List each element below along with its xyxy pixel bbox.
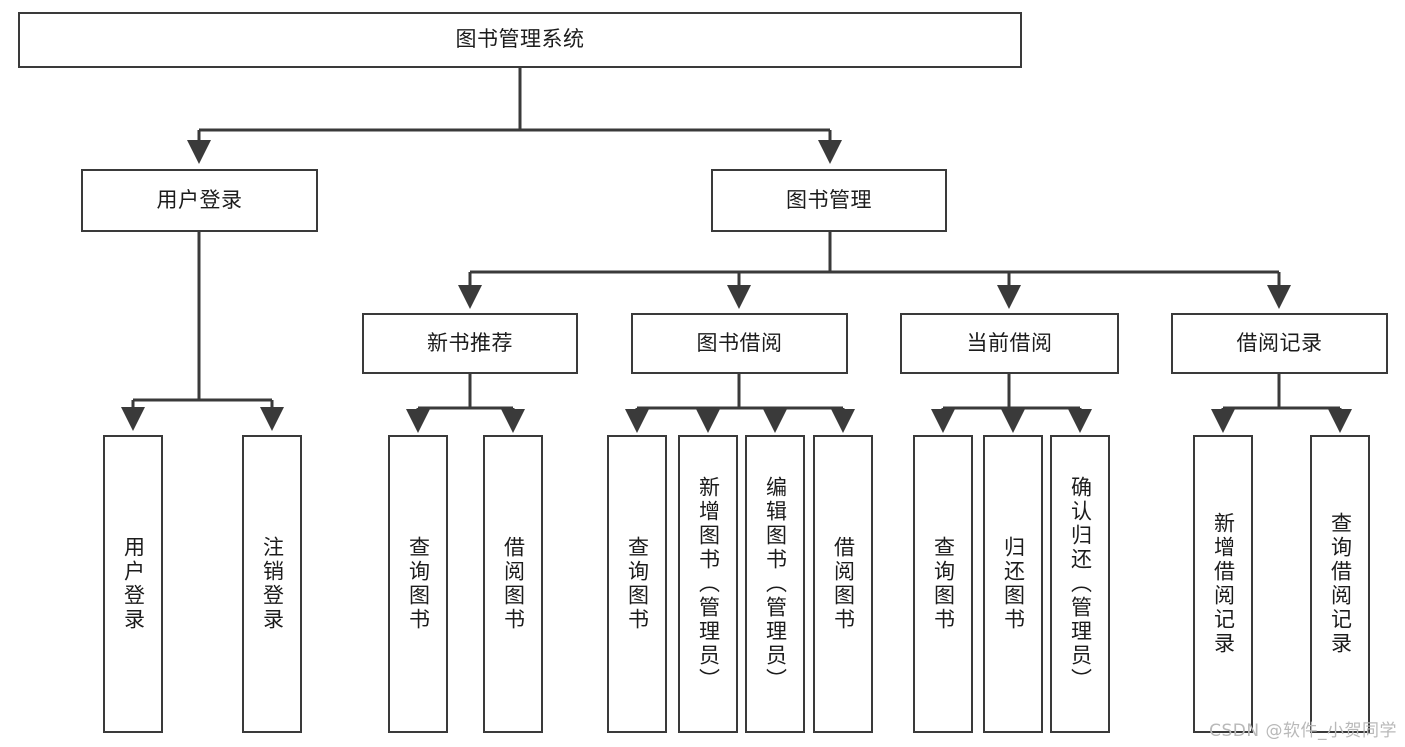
node-label: 图书管理 — [786, 187, 872, 212]
node-label: 借阅图书 — [831, 536, 856, 632]
node-book-borrow[interactable]: 图书借阅 — [631, 313, 848, 374]
leaf-borrow-borrow-book[interactable]: 借阅图书 — [813, 435, 873, 733]
node-root-system[interactable]: 图书管理系统 — [18, 12, 1022, 68]
leaf-borrow-query-book[interactable]: 查询图书 — [607, 435, 667, 733]
node-label: 查询图书 — [931, 536, 956, 632]
node-label: 新增图书（管理员） — [696, 476, 721, 692]
node-label: 借阅记录 — [1236, 330, 1323, 355]
node-current-borrow[interactable]: 当前借阅 — [900, 313, 1119, 374]
node-user-login-module[interactable]: 用户登录 — [81, 169, 318, 232]
node-label: 新书推荐 — [427, 330, 513, 355]
node-label: 查询图书 — [406, 536, 431, 632]
node-label: 编辑图书（管理员） — [763, 476, 788, 692]
node-book-management-module[interactable]: 图书管理 — [711, 169, 947, 232]
leaf-borrow-add-book-admin[interactable]: 新增图书（管理员） — [678, 435, 738, 733]
node-label: 当前借阅 — [966, 330, 1053, 355]
node-label: 借阅图书 — [501, 536, 526, 632]
node-label: 用户登录 — [156, 187, 243, 212]
leaf-user-logout[interactable]: 注销登录 — [242, 435, 302, 733]
node-label: 新增借阅记录 — [1211, 512, 1236, 656]
leaf-current-query-book[interactable]: 查询图书 — [913, 435, 973, 733]
node-label: 查询图书 — [625, 536, 650, 632]
node-label: 用户登录 — [121, 536, 146, 632]
watermark: CSDN @软件_小贺同学 — [1209, 721, 1397, 741]
node-label: 图书管理系统 — [455, 27, 585, 52]
leaf-current-confirm-return-admin[interactable]: 确认归还（管理员） — [1050, 435, 1110, 733]
leaf-new-query-book[interactable]: 查询图书 — [388, 435, 448, 733]
node-label: 注销登录 — [260, 536, 285, 632]
node-label: 查询借阅记录 — [1328, 512, 1353, 656]
leaf-record-query[interactable]: 查询借阅记录 — [1310, 435, 1370, 733]
leaf-new-borrow-book[interactable]: 借阅图书 — [483, 435, 543, 733]
node-label: 图书借阅 — [696, 330, 783, 355]
node-new-book-recommend[interactable]: 新书推荐 — [362, 313, 578, 374]
leaf-record-add[interactable]: 新增借阅记录 — [1193, 435, 1253, 733]
node-label: 归还图书 — [1001, 536, 1026, 632]
leaf-borrow-edit-book-admin[interactable]: 编辑图书（管理员） — [745, 435, 805, 733]
node-label: 确认归还（管理员） — [1068, 476, 1093, 692]
node-borrow-record[interactable]: 借阅记录 — [1171, 313, 1388, 374]
leaf-current-return-book[interactable]: 归还图书 — [983, 435, 1043, 733]
leaf-user-login[interactable]: 用户登录 — [103, 435, 163, 733]
